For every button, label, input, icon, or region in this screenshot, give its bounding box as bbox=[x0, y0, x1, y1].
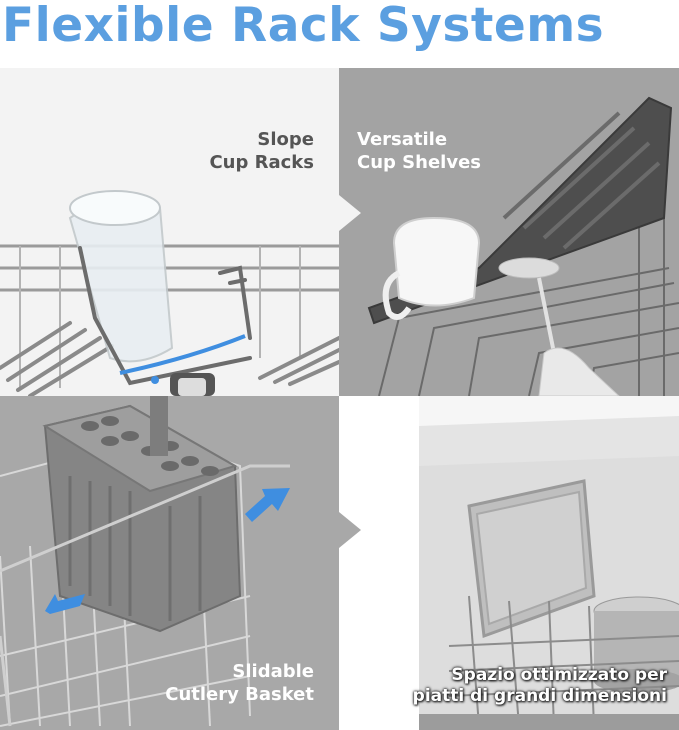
large-tray-illustration bbox=[339, 396, 679, 730]
cutlery-caption-line1: Slidable bbox=[232, 661, 314, 682]
space-caption: Spazio ottimizzato per piatti di grandi … bbox=[413, 665, 667, 707]
cup-shelf-illustration bbox=[367, 96, 679, 396]
notch-bottom-divider bbox=[339, 512, 361, 548]
shelves-caption: Versatile Cup Shelves bbox=[357, 128, 481, 174]
shelves-caption-line1: Versatile bbox=[357, 129, 448, 150]
cutlery-caption-line2: Cutlery Basket bbox=[165, 684, 314, 705]
double-arrow-icon bbox=[45, 488, 290, 614]
page-title: Flexible Rack Systems bbox=[2, 0, 605, 53]
slope-caption: Slope Cup Racks bbox=[209, 128, 314, 174]
shelves-caption-line2: Cup Shelves bbox=[357, 152, 481, 173]
slope-cup-racks-panel: Slope Cup Racks bbox=[0, 68, 339, 396]
slope-caption-line1: Slope bbox=[257, 129, 314, 150]
slidable-cutlery-basket-panel: Slidable Cutlery Basket bbox=[0, 396, 339, 730]
space-caption-line1: Spazio ottimizzato per bbox=[451, 665, 667, 685]
cutlery-basket-illustration bbox=[0, 396, 290, 727]
notch-top-divider bbox=[339, 195, 361, 231]
space-caption-line2: piatti di grandi dimensioni bbox=[412, 686, 667, 706]
slope-caption-line2: Cup Racks bbox=[209, 152, 314, 173]
large-dishes-space-panel: Spazio ottimizzato per piatti di grandi … bbox=[339, 396, 679, 730]
slope-rack-illustration bbox=[0, 190, 339, 396]
cutlery-caption: Slidable Cutlery Basket bbox=[165, 660, 314, 706]
versatile-cup-shelves-panel: Versatile Cup Shelves bbox=[339, 68, 679, 396]
